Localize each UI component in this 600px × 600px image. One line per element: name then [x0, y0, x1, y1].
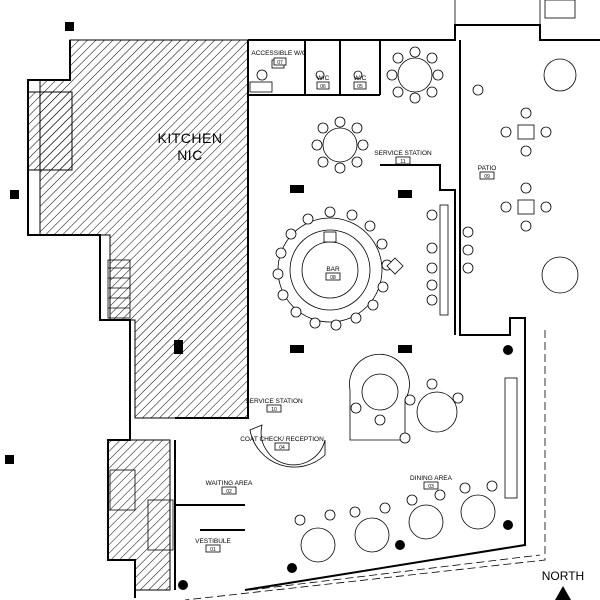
- exterior-walls: [27, 0, 600, 598]
- bar-number: 08: [330, 275, 336, 281]
- coat-check-label: COAT CHECK/ RECEPTION: [240, 436, 324, 443]
- service-station-top-number: 11: [400, 159, 405, 165]
- property-line-north: [249, 554, 541, 591]
- dining-bottom-tables: [294, 480, 498, 563]
- interior-walls: [174, 40, 456, 590]
- north-label: NORTH: [542, 569, 584, 583]
- bar-diamond-marker: [386, 257, 404, 275]
- dining-area-number: 03: [428, 484, 434, 490]
- kitchen-label-line2: NIC: [177, 147, 203, 163]
- waiting-area-label: WAITING AREA: [206, 480, 253, 487]
- window-seating-row: [426, 204, 474, 316]
- dining-wall-booth: [504, 377, 518, 499]
- bar-label: BAR: [326, 266, 340, 273]
- structural-columns: [5, 22, 513, 590]
- patio-furniture: [472, 58, 579, 294]
- wc-a-label: W/C: [317, 75, 330, 82]
- stairs: [107, 259, 174, 551]
- accessible-wc-number: 07: [277, 60, 283, 66]
- dining-area-label: DINING AREA: [410, 475, 453, 482]
- service-station-mid-label: SERVICE STATION: [245, 398, 303, 405]
- wc-b-label: W/C: [354, 75, 367, 82]
- kitchen-label-line1: KITCHEN: [158, 130, 223, 146]
- coat-check-number: 04: [279, 445, 285, 451]
- patio-number: 09: [484, 174, 490, 180]
- accessible-wc-label: ACCESSIBLE W/C: [251, 50, 307, 57]
- vestibule-label: VESTIBULE: [195, 538, 231, 545]
- waiting-area-number: 02: [226, 489, 232, 495]
- kitchen-hatched-zone: [27, 39, 249, 591]
- round-table-service: [311, 116, 369, 174]
- vestibule-number: 01: [210, 547, 216, 553]
- dining-booth-tables: [349, 353, 464, 444]
- patio-label: PATIO: [478, 165, 497, 172]
- wc-a-number: 06: [320, 84, 326, 90]
- round-table-top-right: [386, 46, 444, 104]
- north-arrow-icon: [555, 586, 571, 600]
- bar-counter: [277, 217, 383, 323]
- coat-check-counter: [249, 424, 326, 468]
- property-line-east: [184, 330, 546, 600]
- wc-b-number: 05: [357, 84, 363, 90]
- bar-stools: [272, 206, 393, 331]
- service-station-mid-number: 10: [271, 407, 277, 413]
- service-station-top-label: SERVICE STATION: [374, 150, 432, 157]
